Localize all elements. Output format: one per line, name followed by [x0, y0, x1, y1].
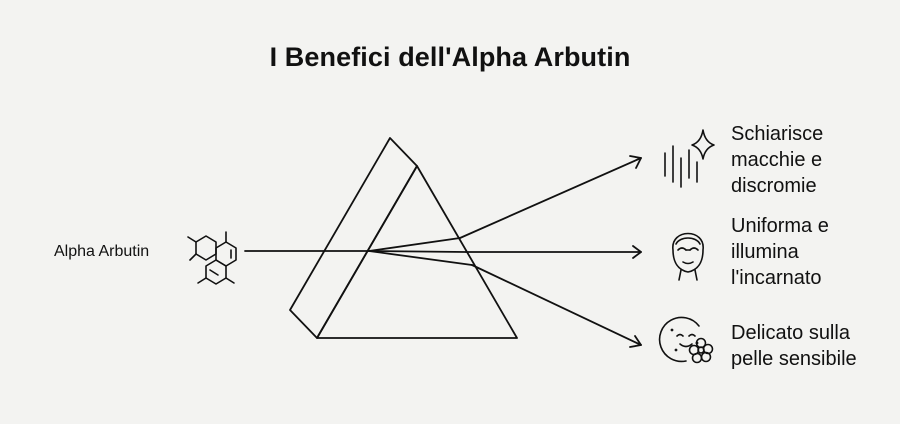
benefit-gentle-sensitive: Delicato sulla pelle sensibile [731, 320, 896, 372]
prism-shape [289, 137, 518, 339]
benefit-text-line: pelle sensibile [731, 348, 857, 370]
source-label: Alpha Arbutin [54, 243, 150, 260]
ray-bottom [471, 264, 642, 346]
molecule-icon [187, 231, 237, 285]
benefit-uniform-skin: Uniforma e illumina l'incarnato [731, 213, 896, 291]
benefit-text-line: Uniforma e [731, 215, 829, 237]
benefit-text-line: macchie e [731, 149, 823, 171]
face-glasses-icon [672, 232, 704, 281]
benefit-text-line: discromie [731, 175, 817, 197]
benefit-lightening: Schiarisce macchie e discromie [731, 121, 896, 199]
benefit-text-line: illumina [731, 241, 799, 263]
sparkle-lines-icon [664, 129, 715, 188]
benefit-text-line: Schiarisce [731, 123, 824, 145]
outgoing-rays [459, 155, 642, 348]
ray-top [459, 157, 642, 239]
page-title: I Benefici dell'Alpha Arbutin [269, 42, 631, 72]
benefit-text-line: l'incarnato [731, 267, 822, 289]
sensitive-skin-flower-icon [658, 316, 714, 364]
benefit-text-line: Delicato sulla [731, 322, 850, 344]
